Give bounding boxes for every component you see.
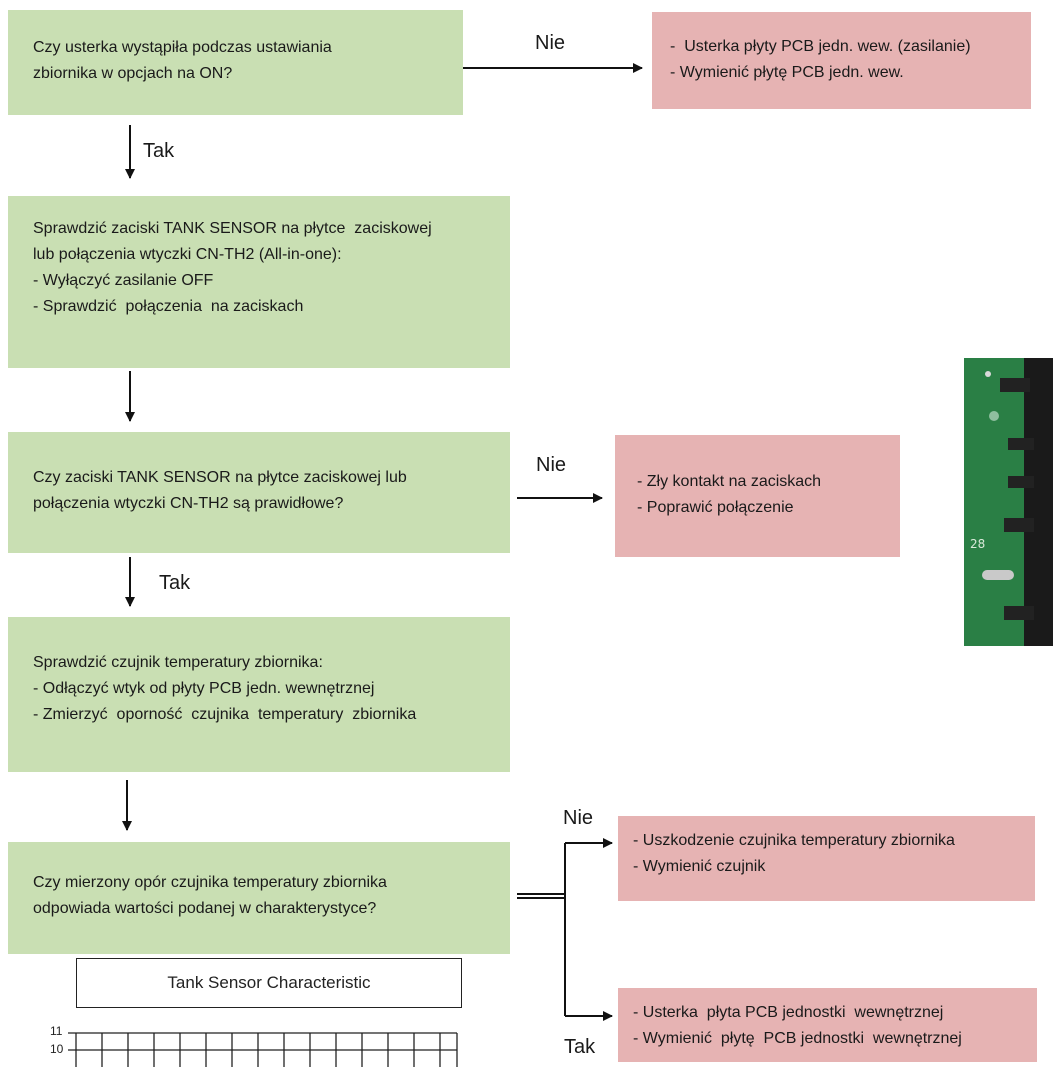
text-line: - Wymienić płytę PCB jedn. wew.	[670, 64, 904, 81]
label-tak-3: Tak	[159, 572, 191, 594]
label-nie-1: Nie	[535, 32, 566, 54]
question-box-1: Czy usterka wystąpiła podczas ustawiania…	[8, 10, 463, 115]
step-box-2: Sprawdzić zaciski TANK SENSOR na płytce …	[8, 196, 510, 368]
question-box-3: Czy zaciski TANK SENSOR na płytce zacisk…	[8, 432, 510, 553]
label-tak-5: Tak	[564, 1036, 596, 1058]
text-line: lub połączenia wtyczki CN-TH2 (All-in-on…	[33, 246, 342, 263]
text-line: - Wymienić płytę PCB jednostki wewnętrzn…	[633, 1030, 962, 1047]
result-box-5a: - Uszkodzenie czujnika temperatury zbior…	[618, 816, 1035, 901]
label-nie-3: Nie	[536, 454, 567, 476]
text-line: odpowiada wartości podanej w charakterys…	[33, 900, 377, 917]
text-line: - Poprawić połączenie	[637, 499, 794, 516]
chart-title: Tank Sensor Characteristic	[76, 958, 462, 1008]
y-tick-label: 11	[50, 1024, 63, 1038]
svg-text:28: 28	[970, 537, 985, 551]
text-line: - Usterka płyty PCB jedn. wew. (zasilani…	[670, 38, 971, 55]
text-line: Czy usterka wystąpiła podczas ustawiania	[33, 39, 332, 56]
y-tick-label: 10	[50, 1042, 64, 1056]
text-line: - Zły kontakt na zaciskach	[637, 473, 822, 490]
question-box-5: Czy mierzony opór czujnika temperatury z…	[8, 842, 510, 954]
text-line: zbiornika w opcjach na ON?	[33, 65, 233, 82]
chart-grid	[68, 1032, 458, 1067]
label-nie-5: Nie	[563, 807, 594, 829]
text-line: - Uszkodzenie czujnika temperatury zbior…	[633, 832, 955, 849]
step-box-4: Sprawdzić czujnik temperatury zbiornika:…	[8, 617, 510, 772]
text-line: - Usterka płyta PCB jednostki wewnętrzne…	[633, 1004, 944, 1021]
text-line: Czy mierzony opór czujnika temperatury z…	[33, 874, 387, 891]
text-line: Czy zaciski TANK SENSOR na płytce zacisk…	[33, 469, 407, 486]
text-line: - Odłączyć wtyk od płyty PCB jedn. wewnę…	[33, 680, 375, 697]
result-box-5b: - Usterka płyta PCB jednostki wewnętrzne…	[618, 988, 1037, 1062]
text-line: - Wyłączyć zasilanie OFF	[33, 272, 214, 289]
label-tak-1: Tak	[143, 140, 175, 162]
pcb-photo: 28	[964, 358, 1053, 646]
text-line: połączenia wtyczki CN-TH2 są prawidłowe?	[33, 495, 344, 512]
text-line: Sprawdzić zaciski TANK SENSOR na płytce …	[33, 220, 432, 237]
text-line: Sprawdzić czujnik temperatury zbiornika:	[33, 654, 323, 671]
text-line: - Zmierzyć oporność czujnika temperatury…	[33, 706, 417, 723]
text-line: - Wymienić czujnik	[633, 858, 766, 875]
result-box-1: - Usterka płyty PCB jedn. wew. (zasilani…	[652, 12, 1031, 109]
text-line: - Sprawdzić połączenia na zaciskach	[33, 298, 304, 315]
result-box-3: - Zły kontakt na zaciskach - Poprawić po…	[615, 435, 900, 557]
